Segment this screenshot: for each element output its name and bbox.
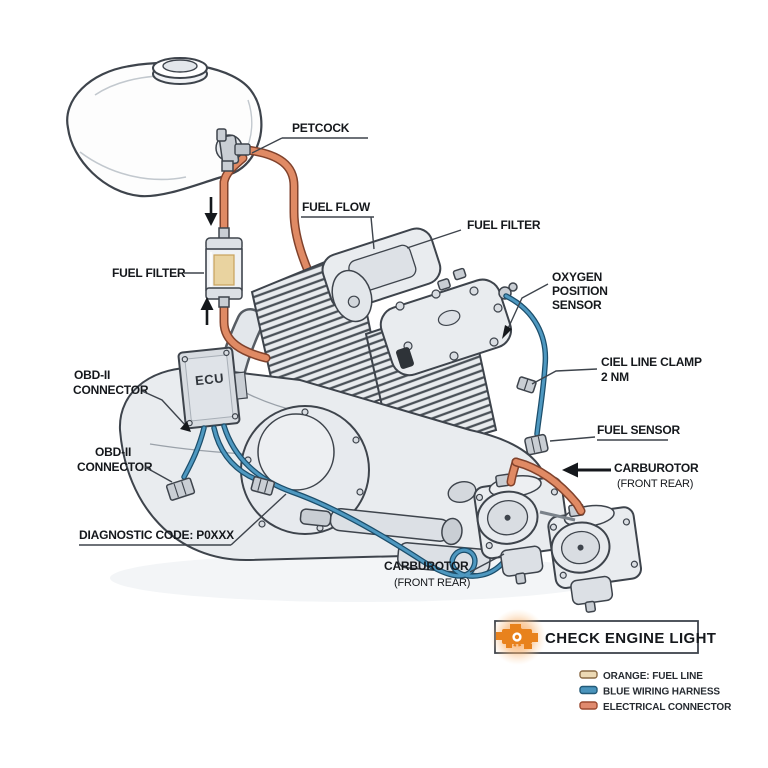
callout-petcock: PETCOCK	[251, 121, 368, 154]
fuel-sensor-connector	[524, 433, 549, 456]
diagnostic-label: DIAGNOSTIC CODE: P0XXX	[79, 528, 234, 542]
fuel-flow-label: FUEL FLOW	[302, 200, 371, 214]
intake-boot	[447, 480, 477, 504]
output-shaft	[299, 507, 463, 546]
oxygen-label-3: SENSOR	[552, 298, 602, 312]
callout-fuel-flow: FUEL FLOW	[301, 200, 375, 250]
ecu-module: ECU	[177, 346, 248, 430]
clamp-label-1: CIEL LINE CLAMP	[601, 355, 702, 369]
inline-fuel-filter	[205, 227, 243, 308]
carb-bottom-label-2: (FRONT REAR)	[394, 577, 470, 589]
fuel-sensor-label: FUEL SENSOR	[597, 423, 680, 437]
legend-swatch-fuel-line	[579, 670, 598, 679]
oxygen-label-2: POSITION	[552, 284, 608, 298]
check-engine-icon	[496, 624, 538, 649]
filter-element	[213, 254, 235, 286]
fuel-filter-right-label: FUEL FILTER	[467, 218, 541, 232]
fuel-flow-down-arrow	[204, 197, 218, 226]
carb-bottom-label-1: CARBUROTOR	[384, 559, 469, 573]
oxygen-label-1: OXYGEN	[552, 270, 602, 284]
check-engine-label: CHECK ENGINE LIGHT	[545, 630, 716, 647]
legend-swatch-electrical-connector	[579, 701, 598, 710]
legend-label-fuel-line: ORANGE: FUEL LINE	[603, 671, 703, 682]
callout-diagnostic-code: DIAGNOSTIC CODE: P0XXX	[79, 493, 287, 546]
obd-connector-a	[165, 477, 196, 501]
legend: ORANGE: FUEL LINE BLUE WIRING HARNESS EL…	[579, 670, 732, 713]
carb-right-label-2: (FRONT REAR)	[617, 478, 693, 490]
legend-label-electrical-connector: ELECTRICAL CONNECTOR	[603, 702, 732, 713]
line-clamp	[516, 376, 537, 394]
legend-swatch-wiring-harness	[579, 685, 598, 695]
carb-right-arrowhead	[562, 462, 578, 478]
carb-right-label-1: CARBUROTOR	[614, 461, 699, 475]
carb-link-rod	[539, 510, 576, 522]
oxygen-leader-arrowhead	[502, 325, 512, 339]
obd-upper-label-1: OBD-II	[74, 368, 110, 382]
legend-item-wiring-harness: BLUE WIRING HARNESS	[579, 685, 721, 698]
callout-fuel-sensor: FUEL SENSOR	[549, 423, 681, 442]
callout-obd-upper: OBD-II CONNECTOR	[73, 368, 191, 432]
obd-connector-b	[250, 476, 276, 496]
rear-valve-cover	[379, 267, 513, 377]
legend-label-wiring-harness: BLUE WIRING HARNESS	[603, 687, 720, 698]
obd-lower-label-1: OBD-II	[95, 445, 131, 459]
ecu-label: ECU	[194, 370, 224, 388]
petcock-label: PETCOCK	[292, 121, 350, 135]
fuel-flow-up-arrow	[200, 297, 214, 325]
fuel-cap	[152, 57, 208, 85]
callout-carburotor-right: CARBUROTOR (FRONT REAR)	[562, 461, 699, 490]
legend-item-fuel-line: ORANGE: FUEL LINE	[579, 670, 703, 682]
petcock-valve	[215, 128, 251, 172]
legend-item-electrical-connector: ELECTRICAL CONNECTOR	[579, 701, 732, 713]
callout-oxygen-sensor: OXYGEN POSITION SENSOR	[502, 270, 608, 339]
carburetor-front	[473, 473, 570, 585]
obd-upper-label-2: CONNECTOR	[73, 383, 149, 397]
callout-line-clamp: CIEL LINE CLAMP 2 NM	[531, 355, 702, 385]
callout-carburotor-bottom: CARBUROTOR (FRONT REAR)	[384, 553, 505, 589]
wiring-harness	[165, 293, 549, 579]
obd-lower-label-2: CONNECTOR	[77, 460, 153, 474]
carburetor-rear	[547, 503, 642, 613]
front-cover-oval	[331, 269, 373, 323]
callout-obd-lower: OBD-II CONNECTOR	[77, 445, 173, 483]
check-engine-panel: CHECK ENGINE LIGHT	[490, 609, 716, 665]
fuel-filter-left-label: FUEL FILTER	[112, 266, 186, 280]
fuel-line-branches	[506, 457, 586, 516]
callout-fuel-filter-left: FUEL FILTER	[112, 266, 204, 280]
spark-plug	[396, 347, 414, 369]
callout-fuel-filter-right: FUEL FILTER	[406, 218, 541, 249]
fuel-tank	[66, 57, 263, 198]
clamp-label-2: 2 NM	[601, 370, 629, 384]
obd-upper-arrowhead	[180, 421, 191, 432]
